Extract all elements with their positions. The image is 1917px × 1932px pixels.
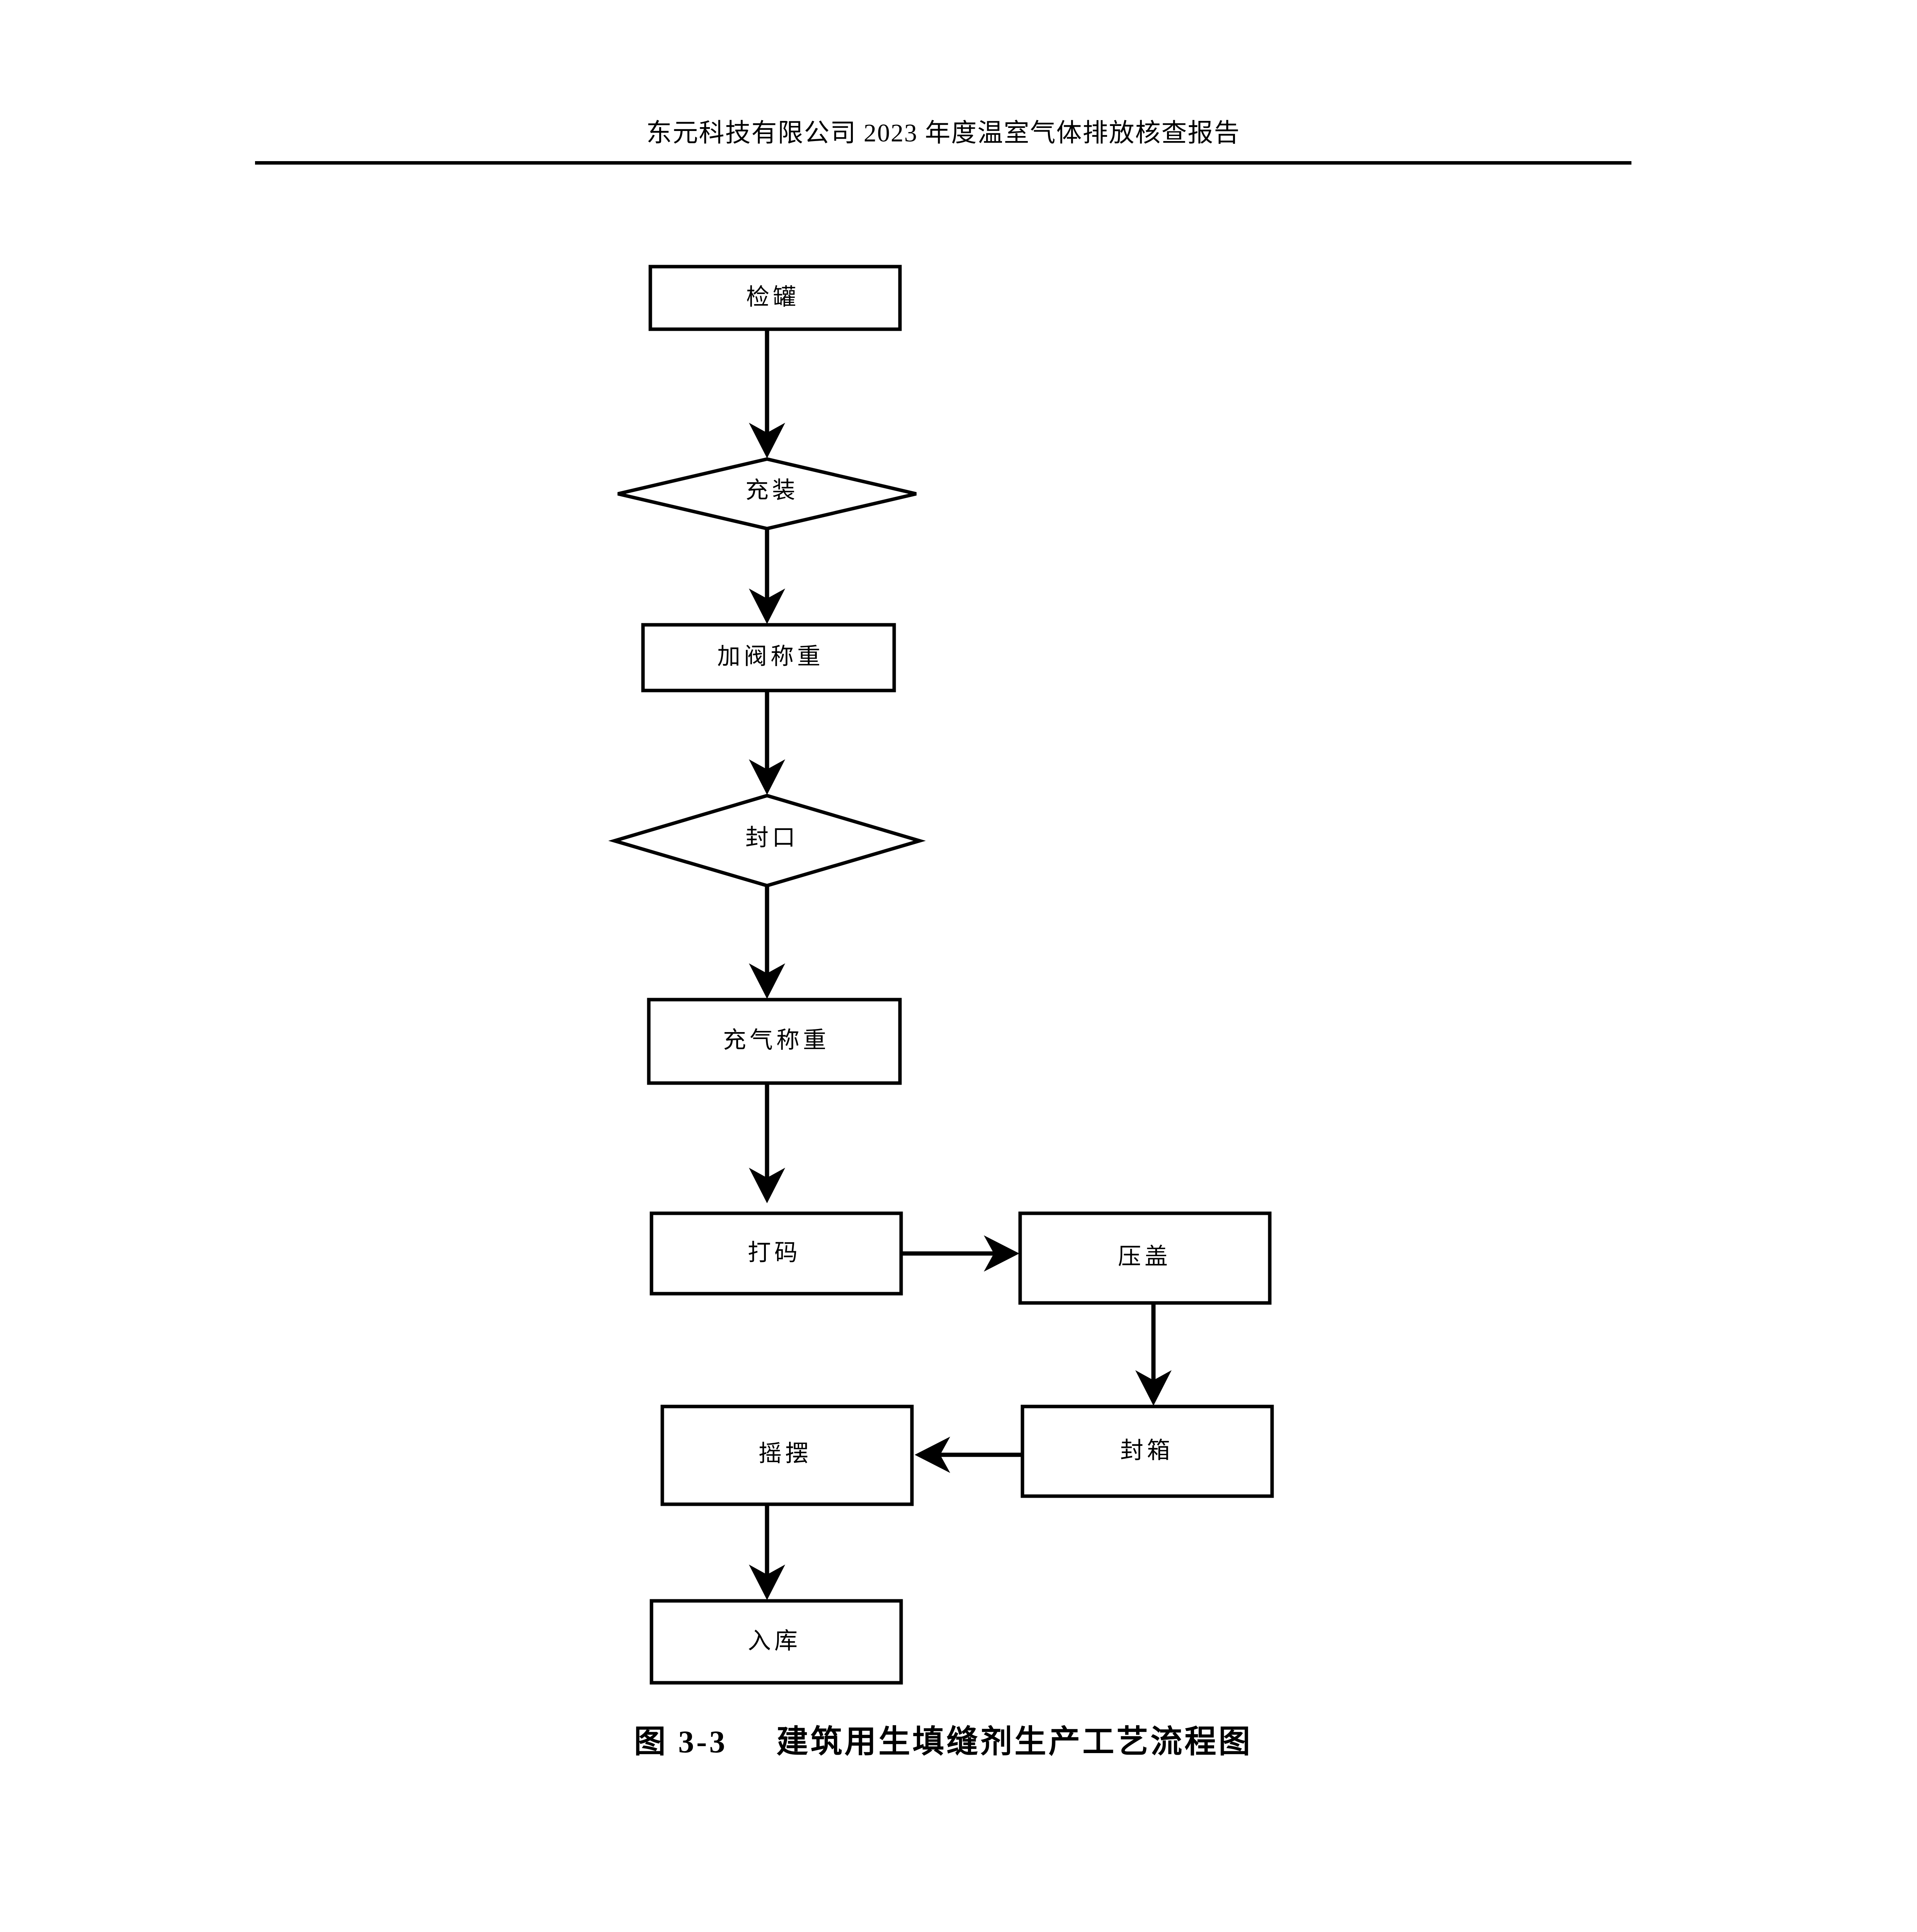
edge-fengkou-to-chongqi [749,886,785,999]
flow-node-fengkou: 封口 [608,794,926,888]
node-label: 压盖 [1118,1244,1171,1269]
node-label: 摇摆 [759,1441,812,1466]
flow-node-fengxiang: 封箱 [1021,1405,1274,1498]
flow-node-yagai: 压盖 [1018,1211,1272,1305]
node-label: 封箱 [1120,1438,1174,1463]
page-header: 东元科技有限公司 2023 年度温室气体排放核查报告 [255,116,1631,165]
edge-jianguan-to-chongzhuang [749,329,785,458]
flow-node-yaobai: 摇摆 [660,1405,914,1506]
edge-yaobai-to-ruku [749,1504,785,1600]
edge-chongzhuang-to-jiafachen [749,529,785,624]
figure-caption: 图 3-3 建筑用生填缝剂生产工艺流程图 [255,1721,1631,1763]
node-shape-rectangle [650,1211,903,1296]
edge-dama-to-yagai [901,1235,1019,1272]
node-label: 入库 [748,1628,801,1654]
node-shape-rectangle [647,998,902,1085]
node-shape-rectangle [641,623,896,692]
edge-jiafachen-to-fengkou [749,690,785,795]
node-shape-rectangle [650,1599,903,1685]
node-label: 加阀称重 [717,644,824,669]
edge-chongqi-to-dama [749,1083,785,1203]
node-shape-rectangle [660,1405,914,1506]
flow-node-chongqi: 充气称重 [647,998,902,1085]
edge-yagai-to-fengxiang [1135,1303,1172,1406]
node-shape-rectangle [1021,1405,1274,1498]
node-shape-diamond [617,457,917,531]
node-label: 检罐 [746,284,799,310]
figure-title: 建筑用生填缝剂生产工艺流程图 [776,1724,1253,1759]
flow-node-jianguan: 检罐 [648,265,902,331]
node-shape-diamond [608,794,926,888]
flow-node-chongzhuang: 充装 [617,457,917,531]
node-label: 充气称重 [723,1027,830,1053]
node-shape-rectangle [648,265,902,331]
header-title: 东元科技有限公司 2023 年度温室气体排放核查报告 [646,119,1240,147]
flow-node-dama: 打码 [650,1211,903,1296]
header-divider [255,161,1631,165]
node-label: 封口 [745,825,799,850]
flow-node-ruku: 入库 [650,1599,903,1685]
node-label: 打码 [748,1240,801,1265]
node-shape-rectangle [1018,1211,1272,1305]
figure-number: 图 3-3 [634,1724,728,1759]
node-label: 充装 [745,478,799,503]
flow-node-jiafachen: 加阀称重 [641,623,896,692]
edge-fengxiang-to-yaobai [915,1437,1024,1473]
